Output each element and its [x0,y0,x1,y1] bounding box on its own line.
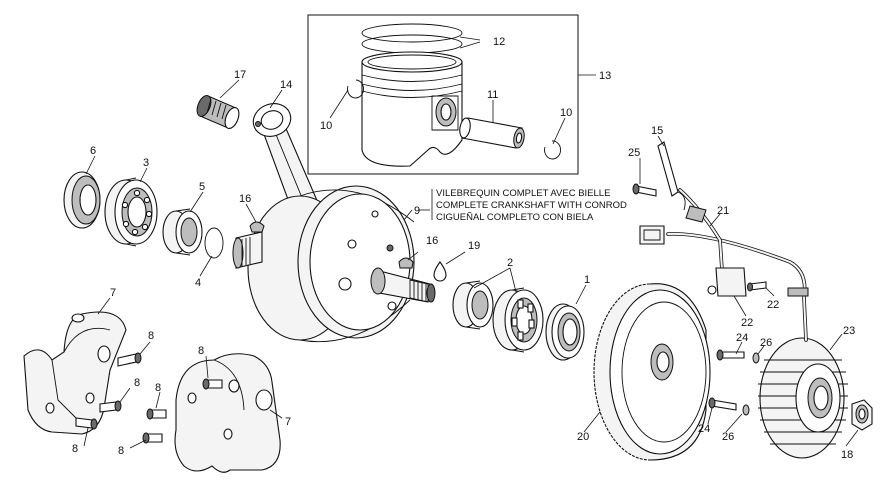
washer-26b [742,404,750,416]
callout-12: 12 [493,36,505,48]
flywheel-nut [851,399,873,431]
callout-1: 1 [584,274,590,286]
callout-5: 5 [199,181,205,193]
crankshaft [232,185,436,343]
bolt-8f [142,432,163,444]
callout-4: 4 [195,277,201,289]
callout-7-right: 7 [285,416,291,428]
lubricant-drop [433,261,447,282]
bolt-8d [202,378,223,390]
spacer-5 [162,208,203,256]
callout-16-left: 16 [239,193,251,205]
callout-8-d: 8 [198,345,204,357]
callout-8-e: 8 [155,382,161,394]
callout-2: 2 [507,257,513,269]
crankcase-half-right [174,353,281,473]
cable-clamp-15 [657,141,686,211]
callout-23: 23 [843,325,855,337]
callout-8-f: 8 [118,445,124,457]
callout-15: 15 [651,125,663,137]
callout-16-right: 16 [426,235,438,247]
callout-26-bottom: 26 [722,431,734,443]
screw-25 [632,183,657,197]
crankshaft-note: VILEBREQUIN COMPLET AVEC BIELLE COMPLETE… [431,188,627,223]
callout-25: 25 [628,147,640,159]
callout-20: 20 [577,431,589,443]
callout-6: 6 [90,145,96,157]
crankcase-half-left [23,311,127,435]
callout-8-c: 8 [72,443,78,455]
oil-seal-6 [63,171,101,229]
needle-bearing [196,95,240,129]
callout-10-left: 10 [320,120,332,132]
callout-10-right: 10 [560,107,572,119]
callout-8-b: 8 [134,377,140,389]
callout-13: 13 [599,70,611,82]
callout-24-top: 24 [736,332,748,344]
bolt-8a [117,352,142,367]
callout-19: 19 [468,240,480,252]
callout-8-a: 8 [148,330,154,342]
callout-17: 17 [234,69,246,81]
callout-22-right: 22 [767,299,779,311]
note-en: COMPLETE CRANKSHAFT WITH CONROD [436,200,627,211]
washer-26a [752,352,760,364]
callout-21: 21 [717,205,729,217]
bolt-8b [99,400,122,413]
piston-rings [361,23,463,54]
callout-9: 9 [414,205,420,217]
ball-bearing-3 [104,177,158,247]
screw-22a [707,285,717,295]
piston-pin [459,117,525,149]
callout-7-left: 7 [110,287,116,299]
stator-screw-24b [708,397,737,411]
piston [361,51,463,167]
callout-11: 11 [487,89,498,101]
callout-labels: 12 13 10 11 10 17 14 6 3 5 4 16 9 16 19 … [72,36,855,461]
flywheel-rotor [593,283,711,461]
callout-3: 3 [143,157,149,169]
woodruff-key-left [249,221,265,233]
stator-screw-24a [716,349,745,361]
oil-seal-1 [545,303,585,361]
callout-22-left: 22 [741,317,753,329]
bolt-8c [75,417,98,430]
note-fr: VILEBREQUIN COMPLET AVEC BIELLE [436,188,610,199]
wiring-harness [639,188,809,342]
callout-18: 18 [841,449,853,461]
callout-24-bottom: 24 [698,423,710,435]
bearing-set-2 [452,280,544,353]
piston-kit-box [307,14,596,175]
circlip-right [544,140,561,160]
callout-26-top: 26 [760,337,772,349]
bolt-8e [146,408,167,420]
callout-14: 14 [280,79,292,91]
circlip-left [347,79,364,99]
leader-lines [83,36,859,449]
screw-22b [747,281,767,292]
washer-4 [204,227,224,259]
note-es: CIGUEÑAL COMPLETO CON BIELA [436,212,594,223]
stator [758,337,848,459]
woodruff-key-right [398,257,414,269]
